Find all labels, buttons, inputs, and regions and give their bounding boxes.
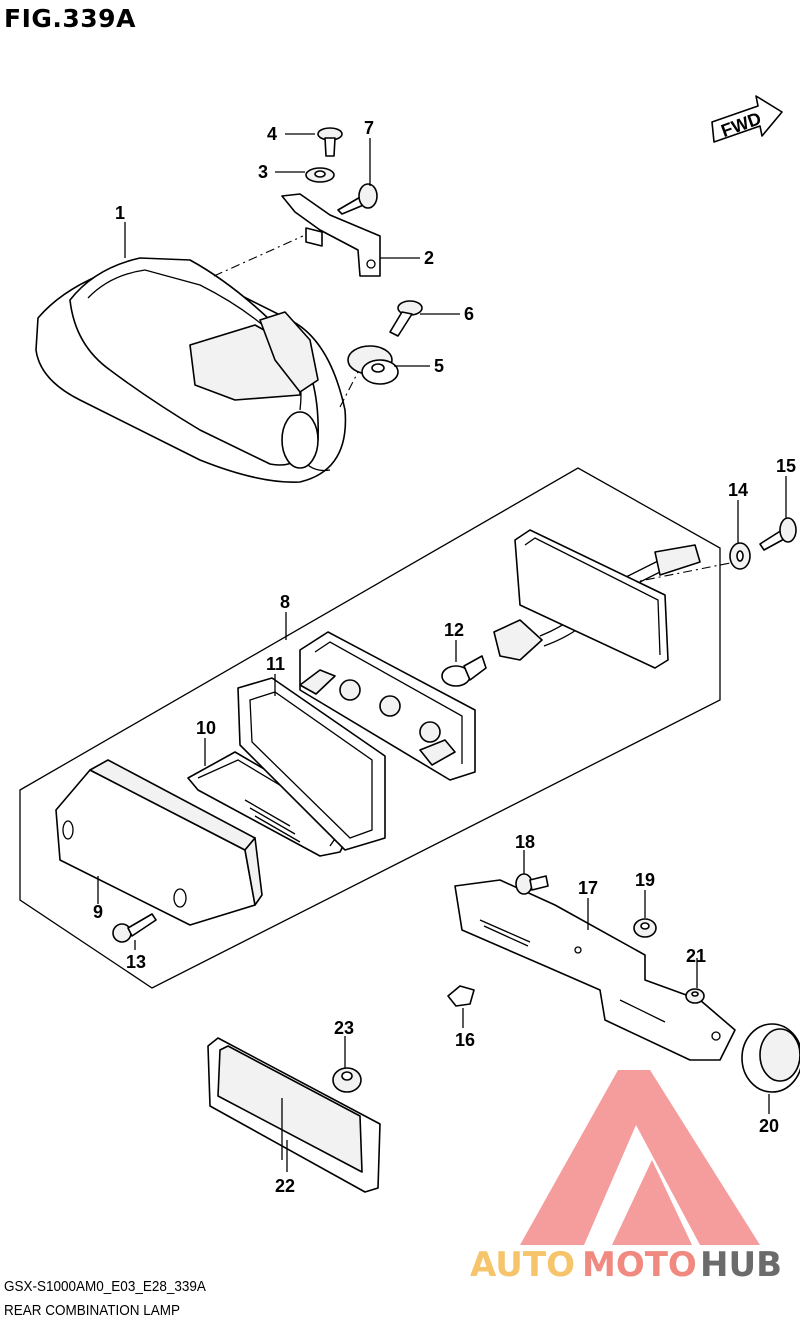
callout-5: 5 <box>434 356 444 376</box>
watermark-hub: HUB <box>700 1245 782 1285</box>
bulb <box>441 655 487 687</box>
bolt <box>515 873 549 895</box>
callout-16: 16 <box>455 1030 475 1050</box>
callout-23: 23 <box>334 1018 354 1038</box>
callout-8: 8 <box>280 592 290 612</box>
callout-1: 1 <box>115 203 125 223</box>
grommet <box>347 345 399 385</box>
callout-13: 13 <box>126 952 146 972</box>
callout-15: 15 <box>776 456 796 476</box>
lamp-cover <box>514 529 669 669</box>
figure-title: FIG.339A <box>4 4 136 33</box>
callout-14: 14 <box>728 480 748 500</box>
bulb <box>447 985 475 1007</box>
assembly-line <box>213 235 304 277</box>
callout-21: 21 <box>686 946 706 966</box>
screw <box>389 300 423 337</box>
nut <box>685 988 705 1004</box>
callout-10: 10 <box>196 718 216 738</box>
callout-11: 11 <box>266 654 285 674</box>
reflector <box>187 751 356 857</box>
figure-caption: REAR COMBINATION LAMP <box>4 1302 181 1319</box>
assembly-line <box>339 371 359 408</box>
lamp-assembly-frame <box>19 467 721 989</box>
tail-lamp-housing <box>35 257 347 483</box>
leader-lines <box>97 133 787 1172</box>
watermark-text: AUTO MOTO HUB <box>470 1245 782 1285</box>
screw <box>337 183 378 215</box>
callout-17: 17 <box>578 878 598 898</box>
callout-20: 20 <box>759 1116 779 1136</box>
reflector-plate <box>207 1037 381 1193</box>
watermark-auto: AUTO <box>470 1245 575 1285</box>
callout-18: 18 <box>515 832 535 852</box>
lamp-lens <box>55 759 263 926</box>
lamp-base <box>299 631 476 781</box>
callout-7: 7 <box>364 118 374 138</box>
watermark-logo <box>520 1070 760 1245</box>
forward-label: FWD <box>718 108 763 141</box>
model-code: GSX-S1000AM0_E03_E28_339A <box>4 1278 206 1295</box>
callout-12: 12 <box>444 620 464 640</box>
bulb-socket <box>493 544 701 661</box>
nut <box>633 918 657 938</box>
nut <box>332 1067 362 1093</box>
callout-4: 4 <box>267 124 277 144</box>
callout-6: 6 <box>464 304 474 324</box>
callout-9: 9 <box>93 902 103 922</box>
bracket <box>281 193 381 277</box>
callout-3: 3 <box>258 162 268 182</box>
forward-direction-arrow: FWD <box>711 95 783 143</box>
screw <box>112 913 157 943</box>
watermark-moto: MOTO <box>582 1245 697 1285</box>
washer <box>729 542 751 570</box>
reflex-cap <box>741 1023 800 1093</box>
screw <box>759 517 797 551</box>
license-bracket <box>454 879 736 1061</box>
callout-22: 22 <box>275 1176 295 1196</box>
callout-labels: 1 2 3 4 5 6 7 8 9 10 11 12 13 14 15 16 1… <box>93 118 796 1196</box>
callout-19: 19 <box>635 870 655 890</box>
callout-2: 2 <box>424 248 434 268</box>
bolt <box>317 127 343 157</box>
